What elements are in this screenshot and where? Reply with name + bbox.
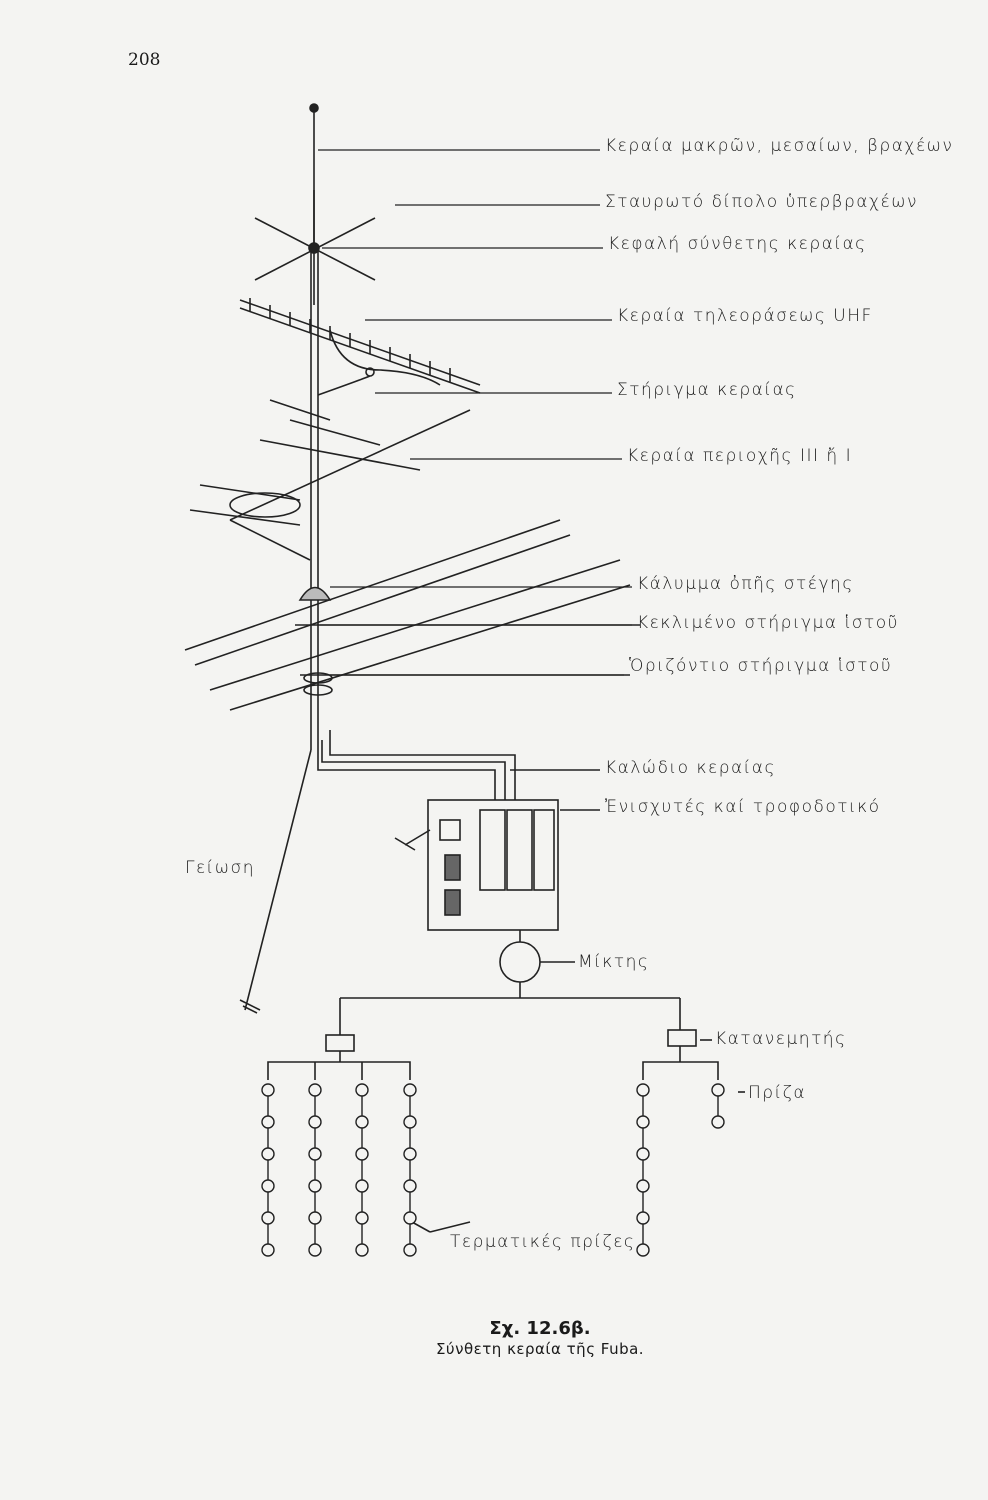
label-socket: Πρίζα: [748, 1083, 807, 1103]
socket-circle: [403, 1179, 417, 1193]
socket-circle: [403, 1083, 417, 1097]
socket-circle: [711, 1083, 725, 1097]
socket-circle: [355, 1211, 369, 1225]
socket-circle: [636, 1147, 650, 1161]
socket-circle: [261, 1147, 275, 1161]
socket-circle: [308, 1147, 322, 1161]
mixer: [339, 930, 681, 1035]
label-mixer: Μίκτης: [578, 952, 650, 972]
label-uhf-antenna: Κεραία τηλεοράσεως UHF: [617, 306, 873, 326]
socket-circle: [403, 1211, 417, 1225]
cables: [239, 730, 600, 1014]
socket-circle: [636, 1115, 650, 1129]
socket-circle: [403, 1115, 417, 1129]
label-lw-mw-sw-antenna: Κεραία μακρῶν, μεσαίων, βραχέων: [605, 136, 954, 156]
terminal-pointer: [429, 1221, 471, 1233]
socket-circle: [355, 1179, 369, 1193]
socket-circle: [308, 1179, 322, 1193]
antenna-support: [317, 375, 371, 396]
socket-circle: [403, 1243, 417, 1257]
label-terminal-sockets: Τερματικές πρίζες: [450, 1232, 636, 1252]
uhf-antenna: [239, 298, 481, 394]
socket-circle: [261, 1115, 275, 1129]
label-ground: Γείωση: [185, 858, 256, 878]
socket-circle: [308, 1115, 322, 1129]
right-sockets: [642, 1046, 745, 1093]
label-horizontal-support: Ὁριζόντιο στήριγμα ἱστοῦ: [629, 656, 893, 676]
socket-circle: [355, 1083, 369, 1097]
label-roof-cover: Κάλυμμα ὀπῆς στέγης: [637, 574, 854, 594]
label-amplifiers: Ἐνισχυτές καί τροφοδοτικό: [605, 797, 881, 817]
left-sockets: [267, 1051, 411, 1080]
socket-circle: [355, 1115, 369, 1129]
amplifier-box: [394, 799, 600, 931]
socket-circle: [261, 1083, 275, 1097]
socket-circle: [636, 1083, 650, 1097]
label-cross-dipole: Σταυρωτό δίπολο ὑπερβραχέων: [605, 192, 918, 212]
leader-lines: [318, 149, 632, 676]
label-band3-antenna: Κεραία περιοχῆς ΙΙΙ ἤ Ι: [627, 446, 853, 466]
splitter-right: [667, 1029, 697, 1047]
page-number: 208: [128, 50, 161, 70]
socket-circle: [308, 1243, 322, 1257]
socket-circle: [261, 1179, 275, 1193]
socket-circle: [308, 1211, 322, 1225]
socket-circle: [636, 1243, 650, 1257]
figure-caption: Σύνθετη κεραία τῆς Fuba.: [435, 1340, 645, 1358]
cross-dipole: [254, 190, 376, 305]
band3-antenna: [189, 399, 471, 561]
socket-circle: [636, 1179, 650, 1193]
socket-circle: [403, 1147, 417, 1161]
socket-circle: [711, 1115, 725, 1129]
figure-number: Σχ. 12.6β.: [489, 1318, 591, 1339]
socket-circle: [261, 1211, 275, 1225]
label-antenna-support: Στήριγμα κεραίας: [617, 380, 797, 400]
label-antenna-head: Κεφαλή σύνθετης κεραίας: [608, 234, 867, 254]
socket-circle: [355, 1243, 369, 1257]
socket-circle: [308, 1083, 322, 1097]
socket-circle: [261, 1243, 275, 1257]
label-inclined-support: Κεκλιμένο στήριγμα ἱστοῦ: [637, 613, 900, 633]
label-antenna-cable: Καλώδιο κεραίας: [605, 758, 776, 778]
socket-circle: [636, 1211, 650, 1225]
label-splitter: Κατανεμητής: [715, 1029, 847, 1049]
socket-circle: [355, 1147, 369, 1161]
